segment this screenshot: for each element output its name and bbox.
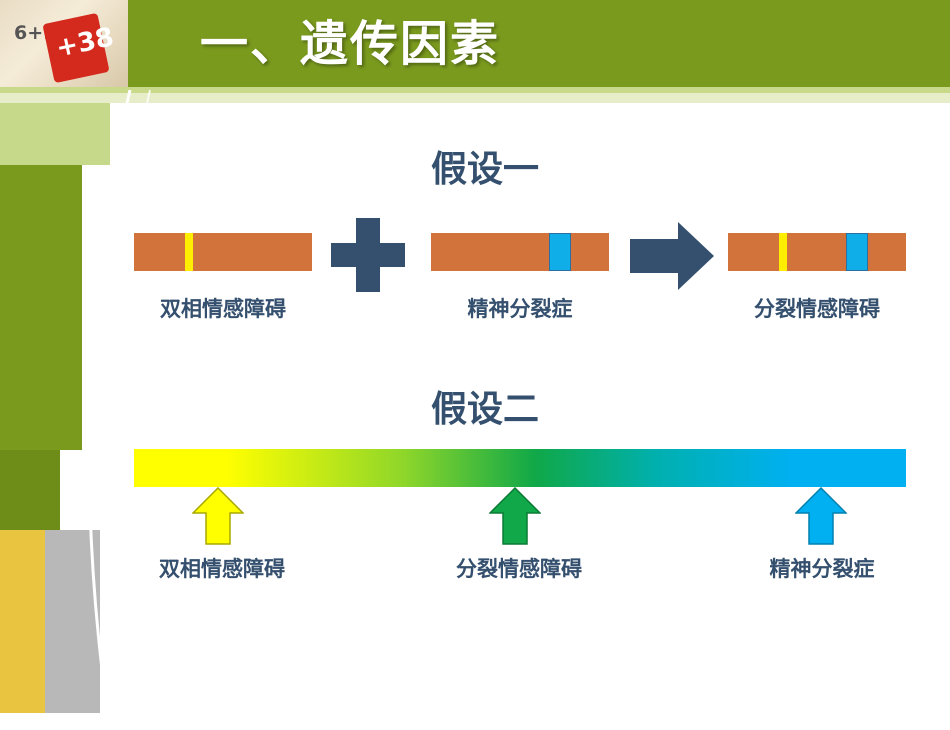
side-decoration-yellow <box>0 530 45 713</box>
band-yellow <box>185 233 193 271</box>
plus-icon <box>331 218 405 292</box>
marker-label-schizophrenia: 精神分裂症 <box>769 557 875 581</box>
spectrum-bar <box>134 449 906 487</box>
chromosome-bar-schizoaffective <box>728 233 906 271</box>
label-schizophrenia: 精神分裂症 <box>467 297 573 321</box>
header-divider-light <box>0 93 950 103</box>
band-yellow <box>779 233 787 271</box>
hypothesis-two-title: 假设二 <box>430 389 539 430</box>
hypothesis-one-title: 假设一 <box>430 149 539 190</box>
arrow-right-icon <box>630 222 714 290</box>
band-blue <box>846 233 868 271</box>
side-decoration-green-dark <box>0 450 60 530</box>
side-decoration-curve <box>87 90 151 730</box>
slide-title: 一、遗传因素 <box>200 16 501 72</box>
chromosome-bar-schizophrenia <box>431 233 609 271</box>
marker-label-schizoaffective: 分裂情感障碍 <box>456 557 582 581</box>
arrow-up-icon-yellow <box>192 487 244 545</box>
marker-label-bipolar: 双相情感障碍 <box>159 557 285 581</box>
header-divider <box>0 87 950 93</box>
chromosome-bar-bipolar <box>134 233 312 271</box>
arrow-up-icon-blue <box>795 487 847 545</box>
side-decoration-light <box>0 103 110 165</box>
band-blue <box>549 233 571 271</box>
label-schizoaffective: 分裂情感障碍 <box>754 297 880 321</box>
header-bar <box>0 0 950 87</box>
side-decoration-green <box>0 165 82 450</box>
side-decoration-gray <box>45 530 100 713</box>
arrow-up-icon-green <box>489 487 541 545</box>
label-bipolar: 双相情感障碍 <box>160 297 286 321</box>
